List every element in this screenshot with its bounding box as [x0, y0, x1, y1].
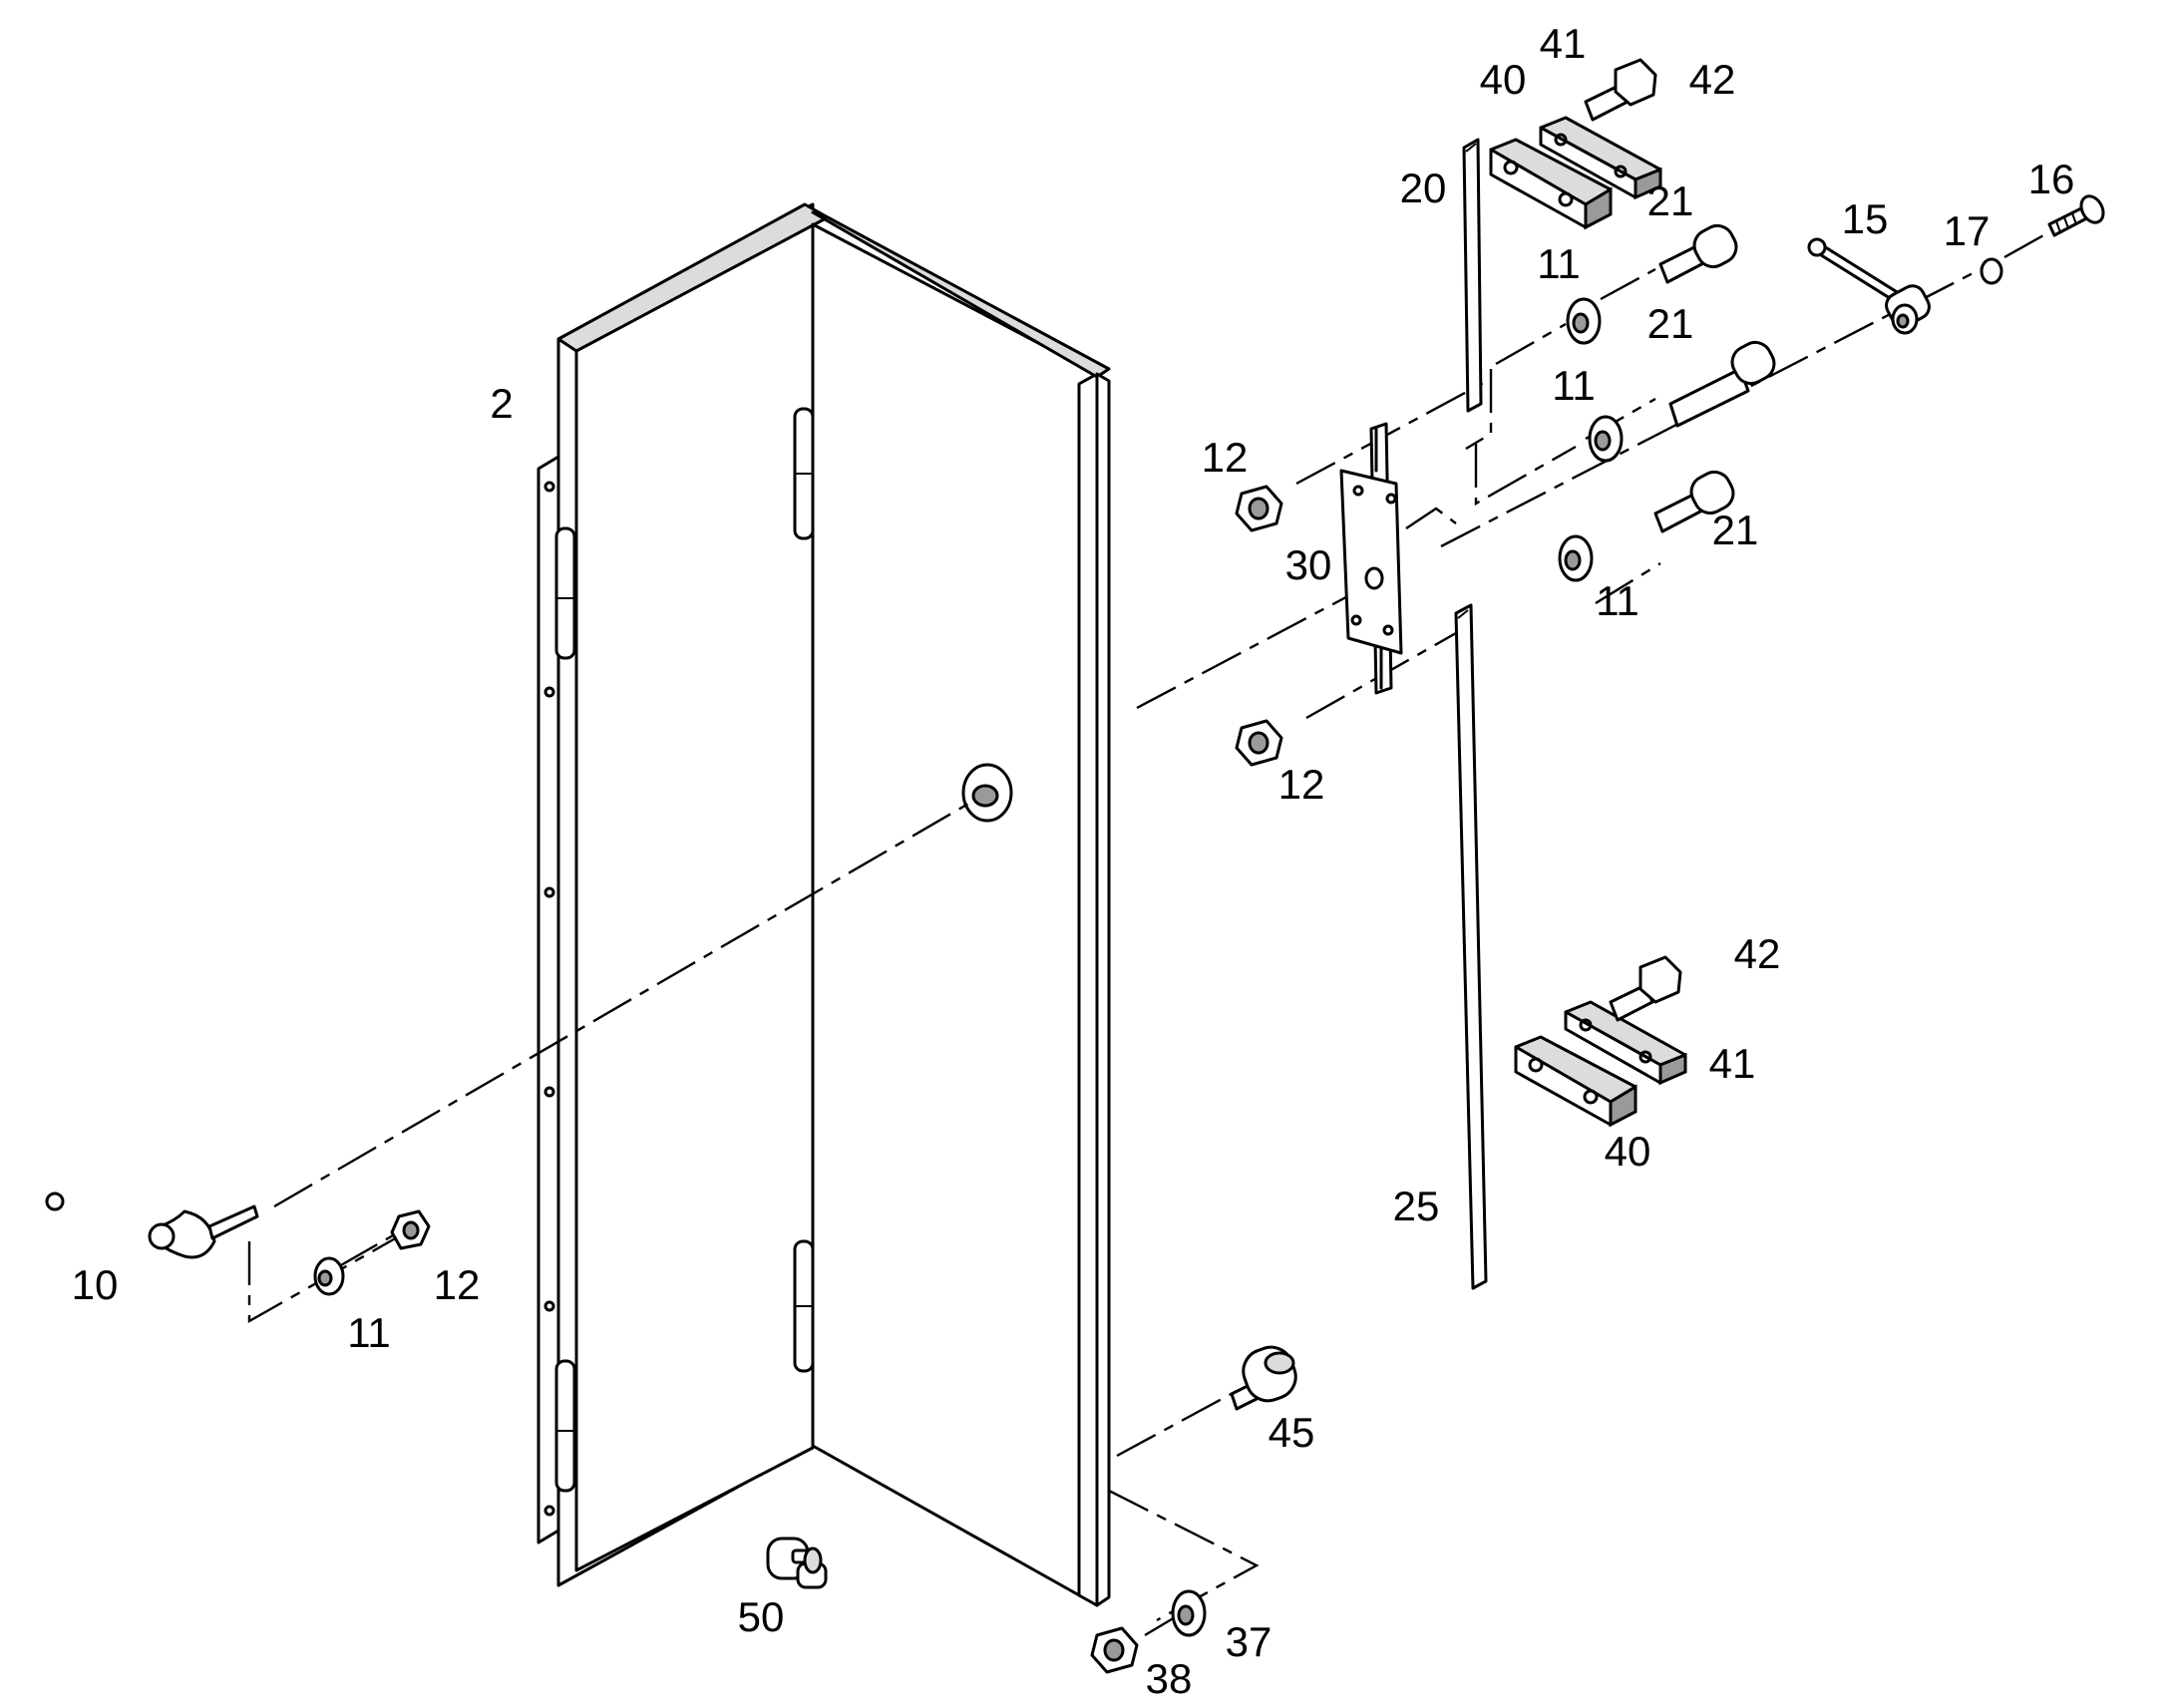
callout-handle-right: 15 [1842, 195, 1889, 242]
washer-a [1566, 297, 1602, 345]
bolt-c [1653, 470, 1735, 533]
callout-washer-c: 11 [1596, 577, 1639, 624]
callout-door: 2 [490, 380, 513, 427]
handle-left-spindle [207, 1204, 259, 1240]
guide-plate-top [1539, 116, 1662, 200]
strip-hole [544, 1505, 555, 1517]
callout-bolt-a: 21 [1647, 300, 1694, 347]
callout-rod-lower: 25 [1393, 1183, 1440, 1229]
callout-screw-handle: 16 [2028, 156, 2075, 202]
callout-washer-bottom: 37 [1226, 1618, 1272, 1665]
bumper [1230, 1345, 1297, 1411]
guide-top [1489, 138, 1613, 230]
handle-right-knob [1807, 237, 1827, 257]
door-panel [537, 202, 1111, 1607]
callout-handle-left: 10 [72, 1261, 119, 1308]
strip-hole [544, 1086, 555, 1098]
strip-hole [544, 1300, 555, 1312]
strip-hole [544, 686, 555, 698]
callout-guide-plate-top: 41 [1540, 20, 1587, 67]
hinge-left-lower [554, 1359, 576, 1493]
callouts: 2 10 11 12 11 11 11 12 12 15 16 17 20 21… [72, 20, 2075, 1702]
lock-case-assembly [1339, 422, 1403, 695]
callout-lock-case: 30 [1285, 541, 1332, 588]
door-mounting-strip [537, 455, 560, 1544]
washer-b [1588, 415, 1624, 463]
nut-upper [1235, 485, 1283, 532]
bolt-guide-bottom [1609, 955, 1682, 1022]
callout-washer-a: 11 [1537, 240, 1581, 287]
bolt-b [1668, 340, 1776, 428]
handle-left-knob [45, 1192, 65, 1211]
callout-bolt-guide-bottom: 42 [1734, 930, 1781, 977]
callout-bolt-guide-top: 42 [1689, 56, 1736, 103]
rod-lower [1454, 603, 1488, 1290]
guide-plate-bottom [1564, 1000, 1687, 1086]
callout-nut-upper: 12 [1202, 434, 1249, 481]
rod-upper [1462, 138, 1483, 413]
callout-rod-upper: 20 [1400, 165, 1447, 211]
door-right-leaf [811, 222, 1099, 1607]
strip-hole [544, 886, 555, 898]
callout-guide-plate-bottom: 41 [1709, 1040, 1756, 1087]
callout-plug: 50 [738, 1593, 785, 1640]
washer-bottom [1171, 1589, 1207, 1637]
bolt-guide-top [1584, 58, 1657, 122]
washer-c [1558, 534, 1594, 582]
hinge-left-upper [554, 526, 576, 660]
callout-guide-bottom: 40 [1605, 1128, 1651, 1175]
door-right-edge [1077, 372, 1099, 1607]
callout-nut-bottom: 38 [1146, 1655, 1193, 1702]
strip-hole [544, 481, 555, 493]
handle-left-hub [158, 1209, 216, 1259]
handle-left-assembly [45, 1192, 431, 1296]
door-left-leaf-inner [574, 212, 815, 1572]
bushing [1980, 257, 2003, 285]
handle-right-assembly [1807, 194, 2105, 335]
assembly-lines [247, 227, 2055, 1637]
lock-case [1339, 469, 1403, 655]
callout-guide-top: 40 [1480, 56, 1527, 103]
callout-bolt-top-spacer: 21 [1647, 177, 1694, 224]
callout-washer-b: 11 [1552, 362, 1596, 409]
plug [766, 1537, 828, 1589]
callout-nut-left: 12 [434, 1261, 481, 1308]
bolt-a [1658, 223, 1738, 284]
nut-lower [1235, 719, 1283, 767]
callout-bushing: 17 [1944, 207, 1991, 254]
callout-washer-left: 11 [347, 1309, 391, 1356]
callout-nut-lower: 12 [1278, 761, 1325, 808]
lock-keyhole [971, 784, 999, 808]
callout-bolt-c: 21 [1712, 507, 1759, 553]
door-right-top-edge [811, 210, 1111, 379]
nut-bottom [1090, 1626, 1139, 1674]
guide-bottom [1514, 1035, 1637, 1128]
door-right-thickness [1095, 372, 1111, 1607]
callout-bumper: 45 [1269, 1409, 1315, 1456]
